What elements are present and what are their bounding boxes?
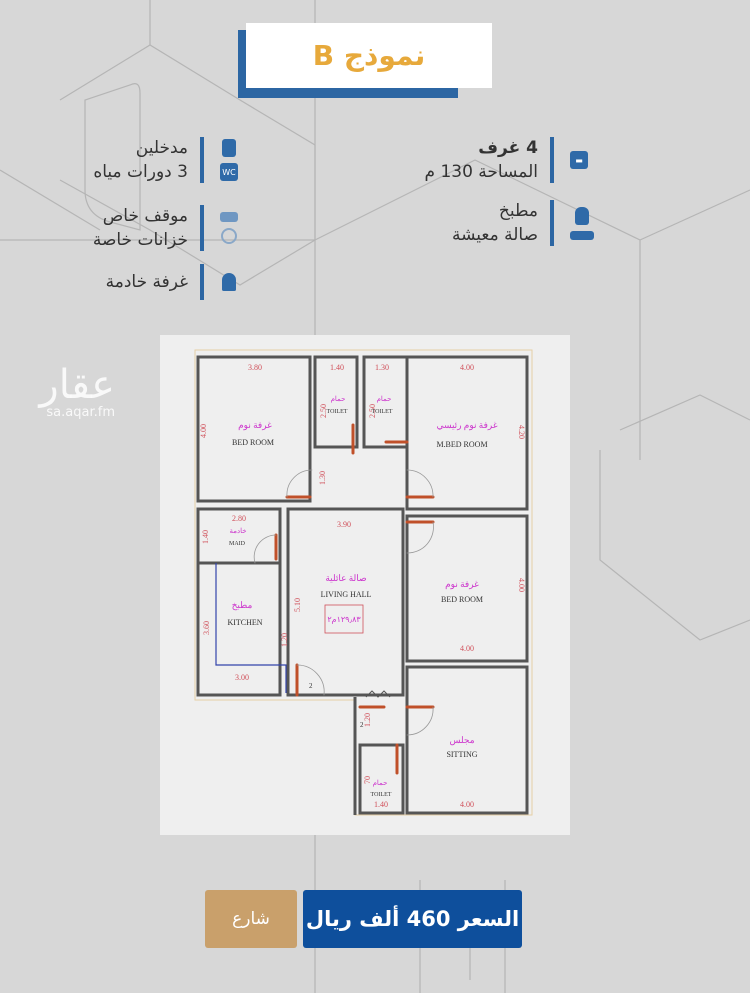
- door-number: 2: [309, 682, 313, 690]
- watermark-logo: عقار sa.aqar.fm: [0, 365, 115, 420]
- wc-icon: WC: [220, 163, 238, 181]
- dim: 1.20: [363, 713, 372, 727]
- dim: 1.20: [280, 633, 289, 647]
- floor-plan: 3.80 1.40 1.30 4.00 4.00 2.50 2.50 4.20 …: [160, 335, 570, 835]
- door-icon: [222, 139, 236, 157]
- area-box: [324, 604, 364, 634]
- room-en: KITCHEN: [227, 618, 262, 627]
- water-tank-icon: [221, 228, 237, 244]
- feature-text: موقف خاص: [102, 206, 188, 226]
- dim: 3.00: [235, 673, 249, 682]
- person-icon: [222, 273, 236, 291]
- room-labels-ar: غرفة نوم حمام حمام غرفة نوم رئيسي خادمة …: [229, 395, 497, 787]
- watermark-ar: عقار: [39, 362, 115, 408]
- room-en: TOILET: [327, 409, 348, 415]
- dim: 1.30: [375, 363, 389, 372]
- divider: [200, 264, 204, 300]
- feature-entrances-toilets: WC مدخلين 3 دورات مياه: [93, 137, 242, 183]
- room-en: BED ROOM: [441, 595, 483, 604]
- dim: 2.80: [232, 514, 246, 523]
- divider: [550, 200, 554, 246]
- room-ar: مجلس: [449, 735, 474, 746]
- dim: 1.40: [374, 800, 388, 809]
- kitchen-counter: [215, 563, 287, 693]
- sofa-icon: [570, 230, 594, 240]
- room-en: TOILET: [371, 792, 392, 798]
- dimension-labels: 3.80 1.40 1.30 4.00 4.00 2.50 2.50 4.20 …: [199, 363, 526, 809]
- dim: 1.40: [330, 363, 344, 372]
- room-ar: غرفة نوم: [445, 579, 479, 590]
- room-ar: صالة عائلية: [325, 573, 366, 583]
- room-en: MAID: [229, 541, 246, 547]
- room-ar: غرفة نوم: [238, 420, 272, 431]
- room-ar: حمام: [331, 395, 346, 403]
- feature-text: مطبخ: [498, 201, 538, 221]
- room-ar: مطبخ: [232, 600, 253, 611]
- watermark-en: sa.aqar.fm: [46, 405, 115, 420]
- apron-icon: [575, 206, 589, 225]
- room-en: LIVING HALL: [321, 590, 372, 599]
- feature-kitchen-living: مطبخ صالة معيشة: [452, 200, 598, 246]
- room-ar: غرفة نوم رئيسي: [436, 420, 497, 431]
- feature-text: خزانات خاصة: [92, 230, 188, 250]
- dim: 4.00: [460, 644, 474, 653]
- bed-icon: ▬: [570, 151, 588, 169]
- wall-toilet-3: [358, 743, 405, 815]
- area-label: ١٢٩٫٨٣م٢: [327, 615, 361, 624]
- room-en: TOILET: [372, 409, 393, 415]
- dim: 5.10: [293, 598, 302, 612]
- feature-rooms-area: ▬ 4 غرف المساحة 130 م: [425, 137, 593, 183]
- dim: 1.40: [201, 530, 210, 544]
- dim: 2.50: [319, 404, 328, 418]
- wall-kitchen: [196, 561, 282, 697]
- wall-bedroom-2: [405, 514, 529, 663]
- feature-text: غرفة خادمة: [105, 272, 188, 292]
- dim: 4.00: [460, 800, 474, 809]
- dim: 4.20: [517, 425, 526, 439]
- room-en: SITTING: [446, 750, 477, 759]
- entrance-steps: [365, 690, 391, 698]
- dim: 4.00: [199, 424, 208, 438]
- divider: [550, 137, 554, 183]
- wall-toilet-1: [313, 355, 359, 449]
- feature-text: مدخلين: [135, 138, 188, 158]
- room-labels-en: BED ROOM TOILET TOILET M.BED ROOM MAID K…: [227, 409, 487, 798]
- title-box: نموذج B: [246, 23, 492, 88]
- wall-bedroom-1: [196, 355, 312, 503]
- room-ar: حمام: [373, 779, 388, 787]
- dim: 70: [363, 776, 372, 784]
- dim: 3.80: [248, 363, 262, 372]
- feature-maid-room: غرفة خادمة: [106, 264, 242, 300]
- price-button[interactable]: السعر 460 ألف ريال: [303, 890, 522, 948]
- room-en: BED ROOM: [232, 438, 274, 447]
- wall-master-bedroom: [405, 355, 529, 511]
- room-ar: خادمة: [229, 527, 246, 535]
- dim: 2.50: [368, 404, 377, 418]
- floor-plan-drawing: 3.80 1.40 1.30 4.00 4.00 2.50 2.50 4.20 …: [194, 349, 533, 816]
- feature-text: 4 غرف: [478, 138, 538, 158]
- dim: 4.00: [460, 363, 474, 372]
- feature-text: صالة معيشة: [451, 225, 538, 245]
- page-title: نموذج B: [312, 39, 426, 72]
- feature-parking-tanks: موقف خاص خزانات خاصة: [93, 205, 242, 251]
- feature-text: المساحة 130 م: [424, 162, 539, 182]
- dim: 3.90: [337, 520, 351, 529]
- room-en: M.BED ROOM: [436, 440, 487, 449]
- street-button[interactable]: شارع: [205, 890, 297, 948]
- car-icon: [220, 212, 238, 222]
- dim: 4.00: [517, 578, 526, 592]
- door-number: 2: [360, 721, 364, 729]
- dim: 1.30: [318, 471, 327, 485]
- wall-sitting: [405, 665, 529, 815]
- room-ar: حمام: [377, 395, 392, 403]
- wall-living-hall: [286, 507, 405, 697]
- divider: [200, 137, 204, 183]
- dim: 3.60: [202, 621, 211, 635]
- divider: [200, 205, 204, 251]
- feature-text: 3 دورات مياه: [93, 162, 188, 182]
